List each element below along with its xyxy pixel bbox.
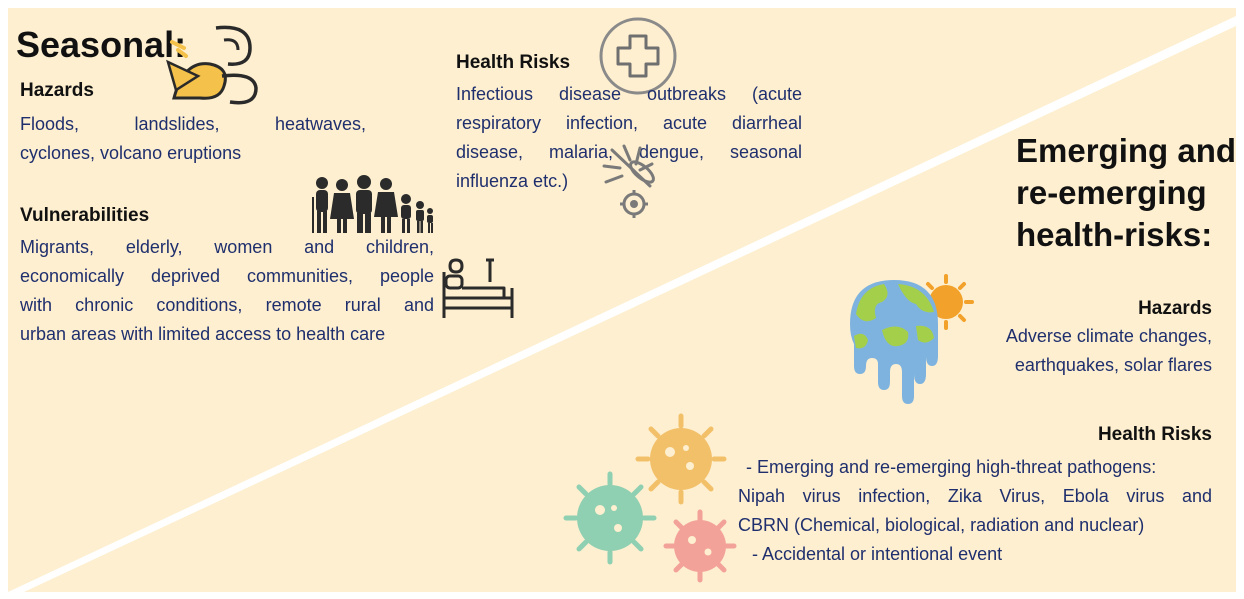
seasonal-health-risks-line: respiratory infection, acute diarrheal xyxy=(456,113,802,133)
virus-pink xyxy=(663,509,737,583)
emerging-health-risks-text: - Emerging and re-emerging high-threat p… xyxy=(738,453,1212,569)
virus-teal xyxy=(563,471,657,565)
seasonal-hazards-line: Floods, landslides, heatwaves, xyxy=(20,114,366,134)
seasonal-title: Seasonal: xyxy=(16,24,187,65)
seasonal-hazards-heading: Hazards xyxy=(20,80,94,101)
sun-icon xyxy=(918,274,974,330)
seasonal-vulnerabilities-line: Migrants, elderly, women and children, xyxy=(20,237,434,257)
seasonal-health-risks-line: influenza etc.) xyxy=(456,171,569,191)
hospital-bed-icon xyxy=(442,258,514,318)
seasonal-health-risks-line: disease, malaria, dengue, seasonal xyxy=(456,142,802,162)
emerging-health-risks-line: - Accidental or intentional event xyxy=(752,544,1003,564)
seasonal-vulnerabilities-heading: Vulnerabilities xyxy=(20,205,150,226)
seasonal-vulnerabilities-line: urban areas with limited access to healt… xyxy=(20,324,386,344)
emerging-title-line: Emerging and xyxy=(1016,132,1237,169)
emerging-health-risks-heading: Health Risks xyxy=(1097,424,1212,445)
seasonal-hazards-line: cyclones, volcano eruptions xyxy=(20,143,242,163)
wind-storm-icon xyxy=(166,25,258,105)
emerging-hazards-line: earthquakes, solar flares xyxy=(1014,355,1212,375)
emerging-hazards-text: Adverse climate changes, earthquakes, so… xyxy=(952,322,1212,380)
mosquito-icon xyxy=(602,144,655,218)
emerging-health-risks-line: CBRN (Chemical, biological, radiation an… xyxy=(738,515,1145,535)
family-group-icon xyxy=(312,175,433,233)
emerging-health-risks-line: Nipah virus infection, Zika Virus, Ebola… xyxy=(738,486,1212,506)
emerging-hazards-heading: Hazards xyxy=(1138,298,1212,319)
emerging-title: Emerging and re-emerging health-risks: xyxy=(1016,130,1236,256)
emerging-hazards-line: Adverse climate changes, xyxy=(1005,326,1212,346)
melting-globe-icon xyxy=(850,274,974,404)
seasonal-health-risks-text: Infectious disease outbreaks (acute resp… xyxy=(456,80,802,196)
emerging-title-line: health-risks: xyxy=(1016,216,1213,253)
diagonal-divider xyxy=(8,16,1236,592)
seasonal-health-risks-heading: Health Risks xyxy=(456,52,571,73)
virus-icon xyxy=(563,413,737,583)
emerging-title-line: re-emerging xyxy=(1016,174,1207,211)
seasonal-vulnerabilities-line: with chronic conditions, remote rural an… xyxy=(20,295,434,315)
medical-cross-icon xyxy=(599,17,677,95)
seasonal-vulnerabilities-text: Migrants, elderly, women and children, e… xyxy=(20,233,434,349)
seasonal-hazards-text: Floods, landslides, heatwaves, cyclones,… xyxy=(20,110,366,168)
seasonal-health-risks-line: Infectious disease outbreaks (acute xyxy=(456,84,802,104)
seasonal-vulnerabilities-line: economically deprived communities, peopl… xyxy=(20,266,434,286)
virus-yellow xyxy=(635,413,727,505)
emerging-health-risks-line: - Emerging and re-emerging high-threat p… xyxy=(746,457,1157,477)
